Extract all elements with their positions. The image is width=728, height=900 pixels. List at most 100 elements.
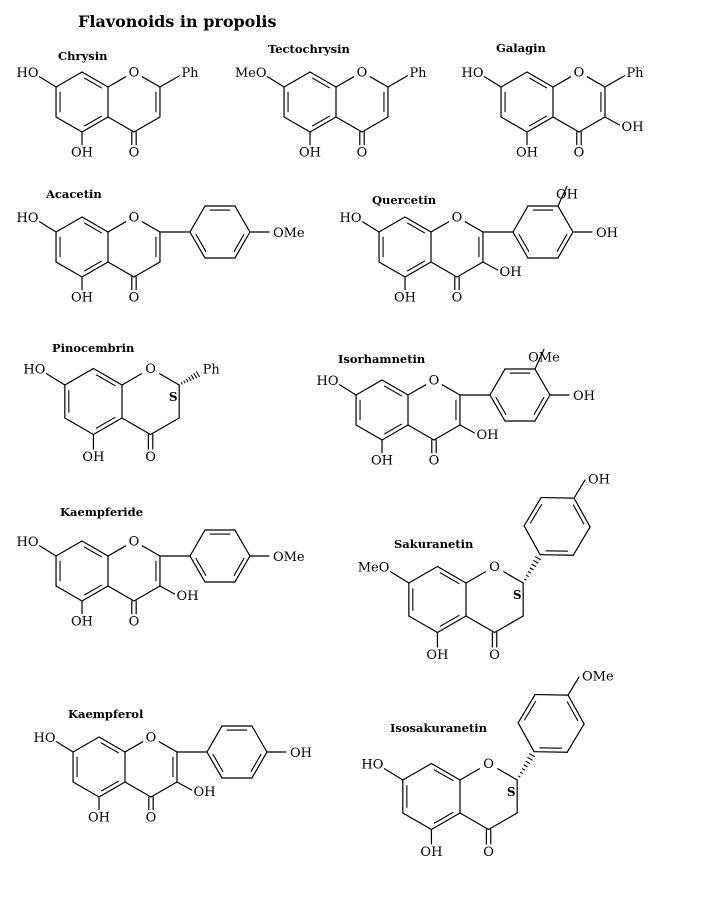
- compound-name: Chrysin: [58, 49, 108, 63]
- bond: [158, 741, 178, 753]
- hashed-wedge-segment: [521, 767, 526, 771]
- bond: [250, 753, 262, 773]
- hydroxyl-5: OH: [394, 291, 416, 306]
- bond: [81, 116, 109, 133]
- hashed-wedge-segment: [534, 556, 542, 561]
- ring-oxygen: O: [489, 560, 500, 575]
- bond: [189, 529, 206, 557]
- hashed-wedge-segment: [525, 760, 531, 765]
- compound-name: Pinocembrin: [52, 341, 135, 355]
- substituent-7: HO: [17, 66, 39, 81]
- bond: [81, 71, 109, 88]
- bond: [133, 261, 161, 278]
- hashed-wedge-segment: [531, 563, 537, 568]
- bond: [266, 76, 285, 88]
- bond: [361, 221, 380, 233]
- bond: [355, 424, 383, 441]
- bond: [381, 379, 409, 396]
- carbonyl-oxygen: O: [452, 291, 463, 306]
- bond: [195, 233, 207, 253]
- bond: [309, 71, 337, 88]
- substituent-7: HO: [462, 66, 484, 81]
- hydroxyl-3: OH: [177, 589, 199, 604]
- bond: [361, 116, 389, 133]
- hashed-wedge-segment: [190, 374, 195, 380]
- bond: [159, 373, 180, 386]
- ring-oxygen: O: [146, 731, 157, 746]
- substituent-7: HO: [361, 758, 383, 773]
- bond: [234, 529, 251, 557]
- bond: [517, 693, 536, 724]
- bond: [456, 261, 484, 278]
- compound-name: Quercetin: [372, 193, 437, 207]
- compound-name: Tectochrysin: [268, 42, 350, 56]
- bond: [604, 75, 626, 88]
- bond: [283, 71, 311, 88]
- bond: [212, 753, 224, 773]
- bond: [355, 379, 383, 396]
- bond: [459, 812, 490, 831]
- substituent-para: OMe: [273, 550, 305, 565]
- bond: [159, 585, 176, 595]
- ring-oxygen: O: [574, 66, 585, 81]
- bond: [533, 751, 568, 753]
- bond: [107, 76, 127, 88]
- bond: [528, 115, 548, 127]
- substituent-7: HO: [317, 374, 339, 389]
- bond: [464, 221, 484, 233]
- bond: [556, 233, 568, 253]
- bond: [335, 116, 363, 133]
- bond: [512, 205, 529, 233]
- hydroxyl-5: OH: [299, 146, 321, 161]
- bond: [83, 77, 103, 89]
- bond: [55, 216, 83, 233]
- bond: [64, 417, 95, 436]
- bond: [407, 384, 427, 396]
- bond: [526, 116, 554, 133]
- bond: [489, 368, 506, 396]
- bond: [189, 555, 206, 583]
- bond: [107, 585, 135, 602]
- bond: [378, 216, 406, 233]
- bond: [92, 367, 123, 386]
- substituent-para: OH: [596, 226, 618, 241]
- bond: [566, 723, 585, 753]
- bond: [133, 116, 161, 133]
- bond: [311, 77, 331, 89]
- bond: [95, 374, 116, 387]
- ring-oxygen: O: [145, 362, 156, 377]
- bond: [369, 76, 389, 88]
- hydroxyl-5: OH: [71, 291, 93, 306]
- bond: [335, 76, 355, 88]
- bond: [38, 545, 57, 557]
- hydroxyl-5: OH: [88, 811, 110, 826]
- ring-oxygen: O: [452, 211, 463, 226]
- substituent-7: HO: [34, 731, 56, 746]
- bond: [124, 741, 144, 753]
- bond: [72, 736, 100, 753]
- bond: [408, 565, 439, 584]
- hashed-wedge-segment: [533, 559, 539, 564]
- bond: [195, 557, 207, 577]
- bond: [404, 216, 432, 233]
- hashed-wedge-segment: [183, 380, 186, 384]
- ring-oxygen: O: [357, 66, 368, 81]
- hydroxyl-5: OH: [516, 146, 538, 161]
- hashed-wedge-segment: [188, 376, 192, 381]
- bond: [233, 233, 245, 253]
- bond: [234, 231, 251, 259]
- bond: [441, 384, 461, 396]
- ring-oxygen: O: [129, 211, 140, 226]
- phenyl-label: Ph: [181, 66, 199, 81]
- hashed-wedge-segment: [527, 570, 532, 574]
- carbonyl-oxygen: O: [574, 146, 585, 161]
- bond: [465, 615, 496, 634]
- hydroxyl-3: OH: [194, 785, 216, 800]
- substituent-7: HO: [340, 211, 362, 226]
- carbonyl-oxygen: O: [145, 450, 156, 465]
- bond: [378, 261, 406, 278]
- bond: [557, 231, 574, 259]
